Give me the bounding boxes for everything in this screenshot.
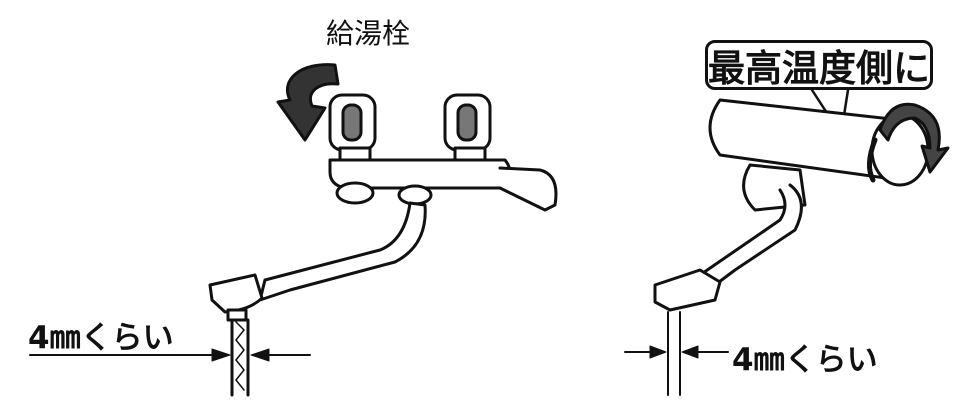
turn-arrow-icon — [276, 63, 340, 142]
rotate-arrow-icon — [878, 102, 950, 174]
left-water-stream — [230, 318, 250, 397]
valve-label: 給湯栓 — [326, 17, 411, 50]
left-gap-caption: 4㎜くらい — [28, 320, 174, 356]
right-water-stream — [667, 311, 681, 396]
left-faucet — [208, 63, 558, 322]
right-gap-arrows — [624, 345, 729, 359]
left-gap-arrows — [29, 348, 311, 362]
right-gap-caption: 4㎜くらい — [732, 342, 878, 378]
max-temperature-callout: 最高温度側に — [705, 40, 933, 90]
right-faucet — [653, 88, 950, 312]
